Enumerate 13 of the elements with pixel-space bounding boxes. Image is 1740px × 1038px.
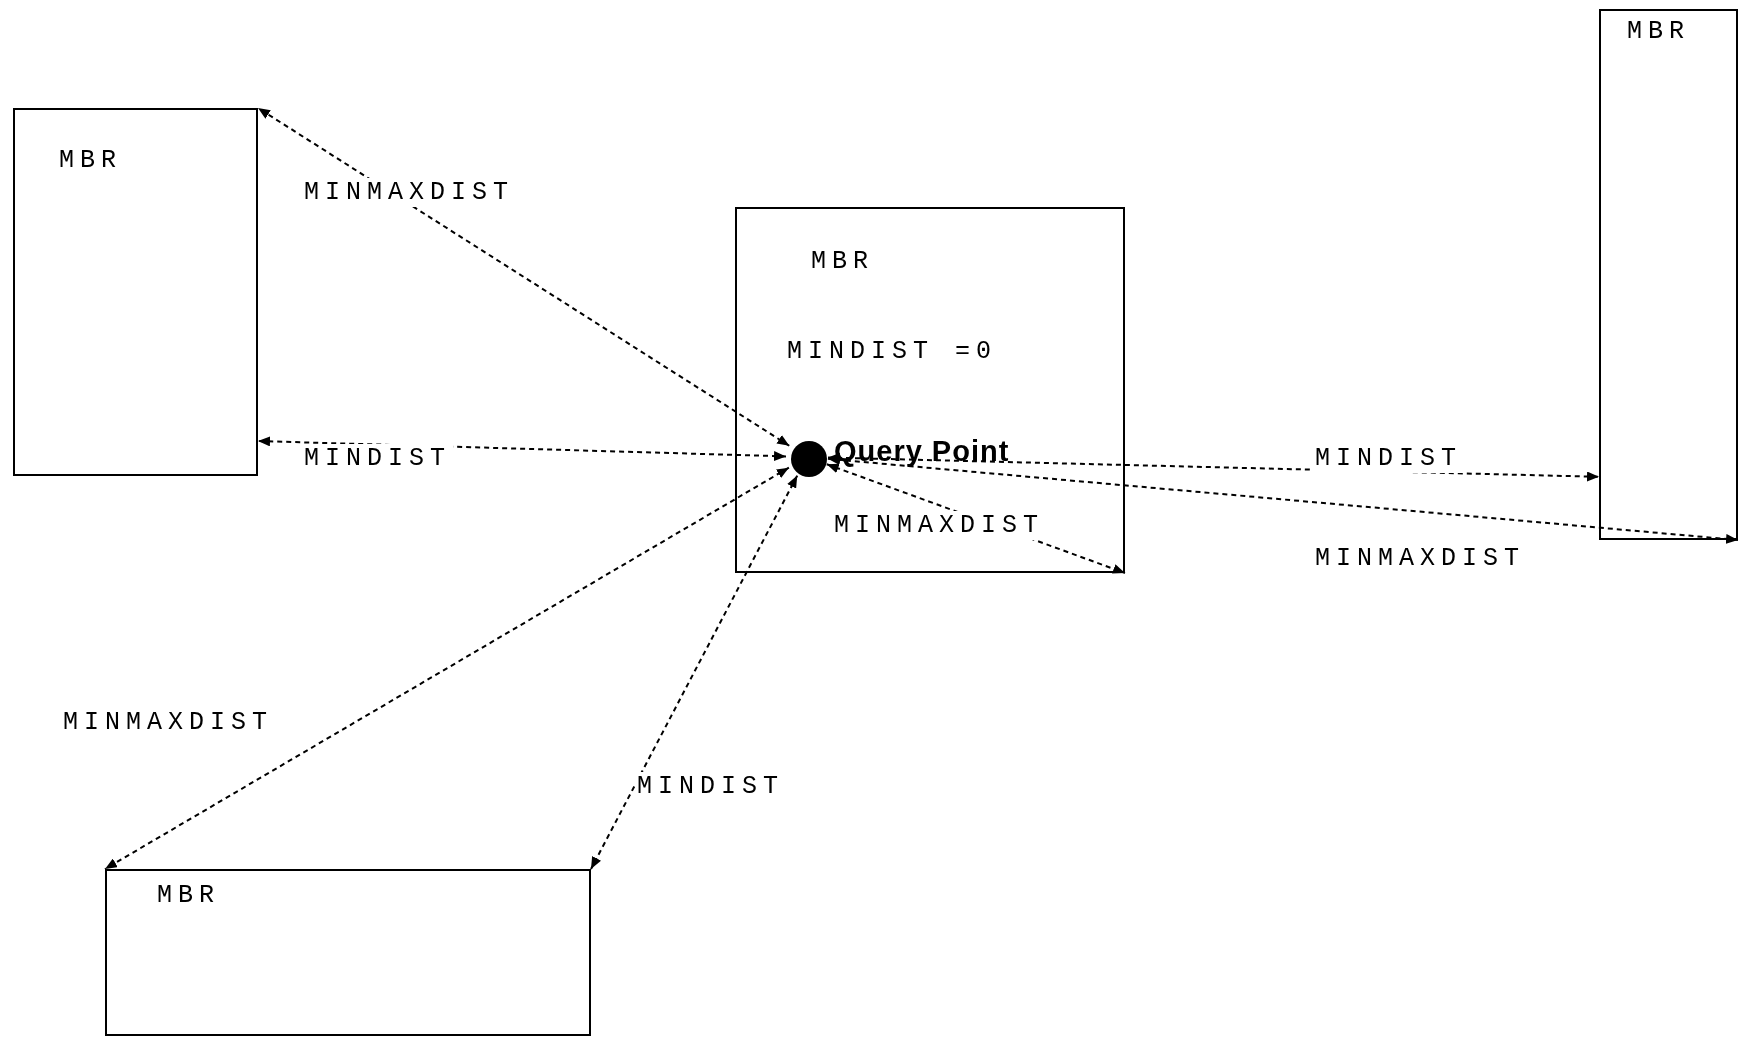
dashed-arrow [104,466,790,870]
box-label: MBR [157,881,220,910]
box-label: MBR [811,247,874,276]
dashed-arrow [590,474,799,870]
mbr-rectangle [105,869,591,1036]
mbr-rectangle [1599,9,1738,540]
query-point-dot [791,441,827,477]
box-label: MBR [1627,17,1690,46]
dashed-arrow [257,107,791,447]
box-label: MBR [59,146,122,175]
mbr-rectangle [13,108,258,476]
mbr-rectangle [735,207,1125,573]
box-label: MINDIST =0 [787,337,998,366]
